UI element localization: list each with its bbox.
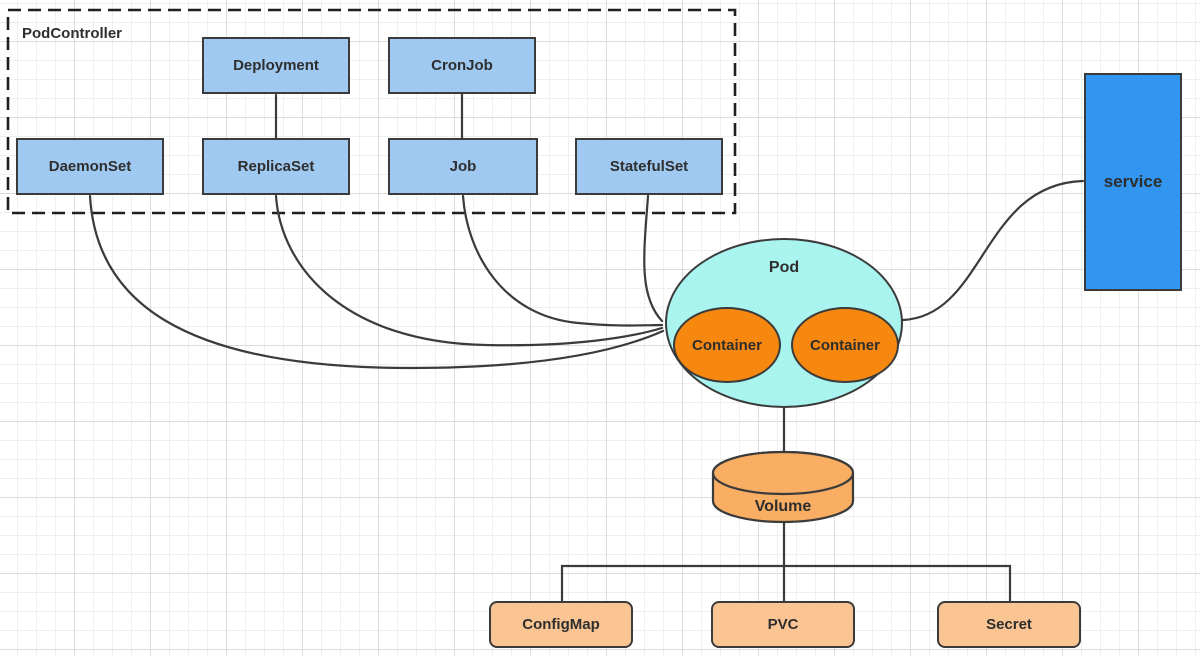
node-secret-label: Secret <box>986 616 1032 633</box>
node-daemonset[interactable]: DaemonSet <box>16 138 164 195</box>
node-statefulset-label: StatefulSet <box>609 158 689 175</box>
node-container-2-label: Container <box>809 336 880 354</box>
node-deployment-label: Deployment <box>233 57 319 74</box>
node-secret[interactable]: Secret <box>937 601 1081 648</box>
node-container-1-label: Container <box>691 336 762 354</box>
node-deployment[interactable]: Deployment <box>202 37 350 94</box>
node-statefulset[interactable]: StatefulSet <box>575 138 723 195</box>
node-daemonset-label: DaemonSet <box>48 158 132 175</box>
node-pvc-label: PVC <box>767 616 799 633</box>
node-container-2[interactable]: Container <box>791 307 899 383</box>
node-cronjob-label: CronJob <box>431 57 493 74</box>
edge-volume-configmap-secret <box>560 564 1012 603</box>
volume-cylinder-top <box>711 450 855 496</box>
node-container-1[interactable]: Container <box>673 307 781 383</box>
node-job[interactable]: Job <box>388 138 538 195</box>
node-job-label: Job <box>449 158 477 175</box>
edge-statefulset-pod <box>643 194 664 323</box>
node-service[interactable]: service <box>1084 73 1182 291</box>
edge-pod-service <box>901 179 1085 322</box>
node-pvc[interactable]: PVC <box>711 601 855 648</box>
node-volume-label: Volume <box>754 498 812 515</box>
node-replicaset-label: ReplicaSet <box>237 158 315 175</box>
edge-daemonset-pod <box>88 194 665 370</box>
volume-cylinder[interactable] <box>711 450 855 524</box>
edge-replicaset-pod <box>274 194 664 347</box>
node-replicaset[interactable]: ReplicaSet <box>202 138 350 195</box>
podcontroller-label: PodController <box>22 25 122 42</box>
edge-job-pod <box>461 194 664 327</box>
node-service-label: service <box>1103 172 1163 191</box>
node-pod-label: Pod <box>768 259 800 276</box>
node-cronjob[interactable]: CronJob <box>388 37 536 94</box>
node-configmap[interactable]: ConfigMap <box>489 601 633 648</box>
podcontroller-group-border <box>6 8 737 215</box>
node-configmap-label: ConfigMap <box>522 616 600 633</box>
